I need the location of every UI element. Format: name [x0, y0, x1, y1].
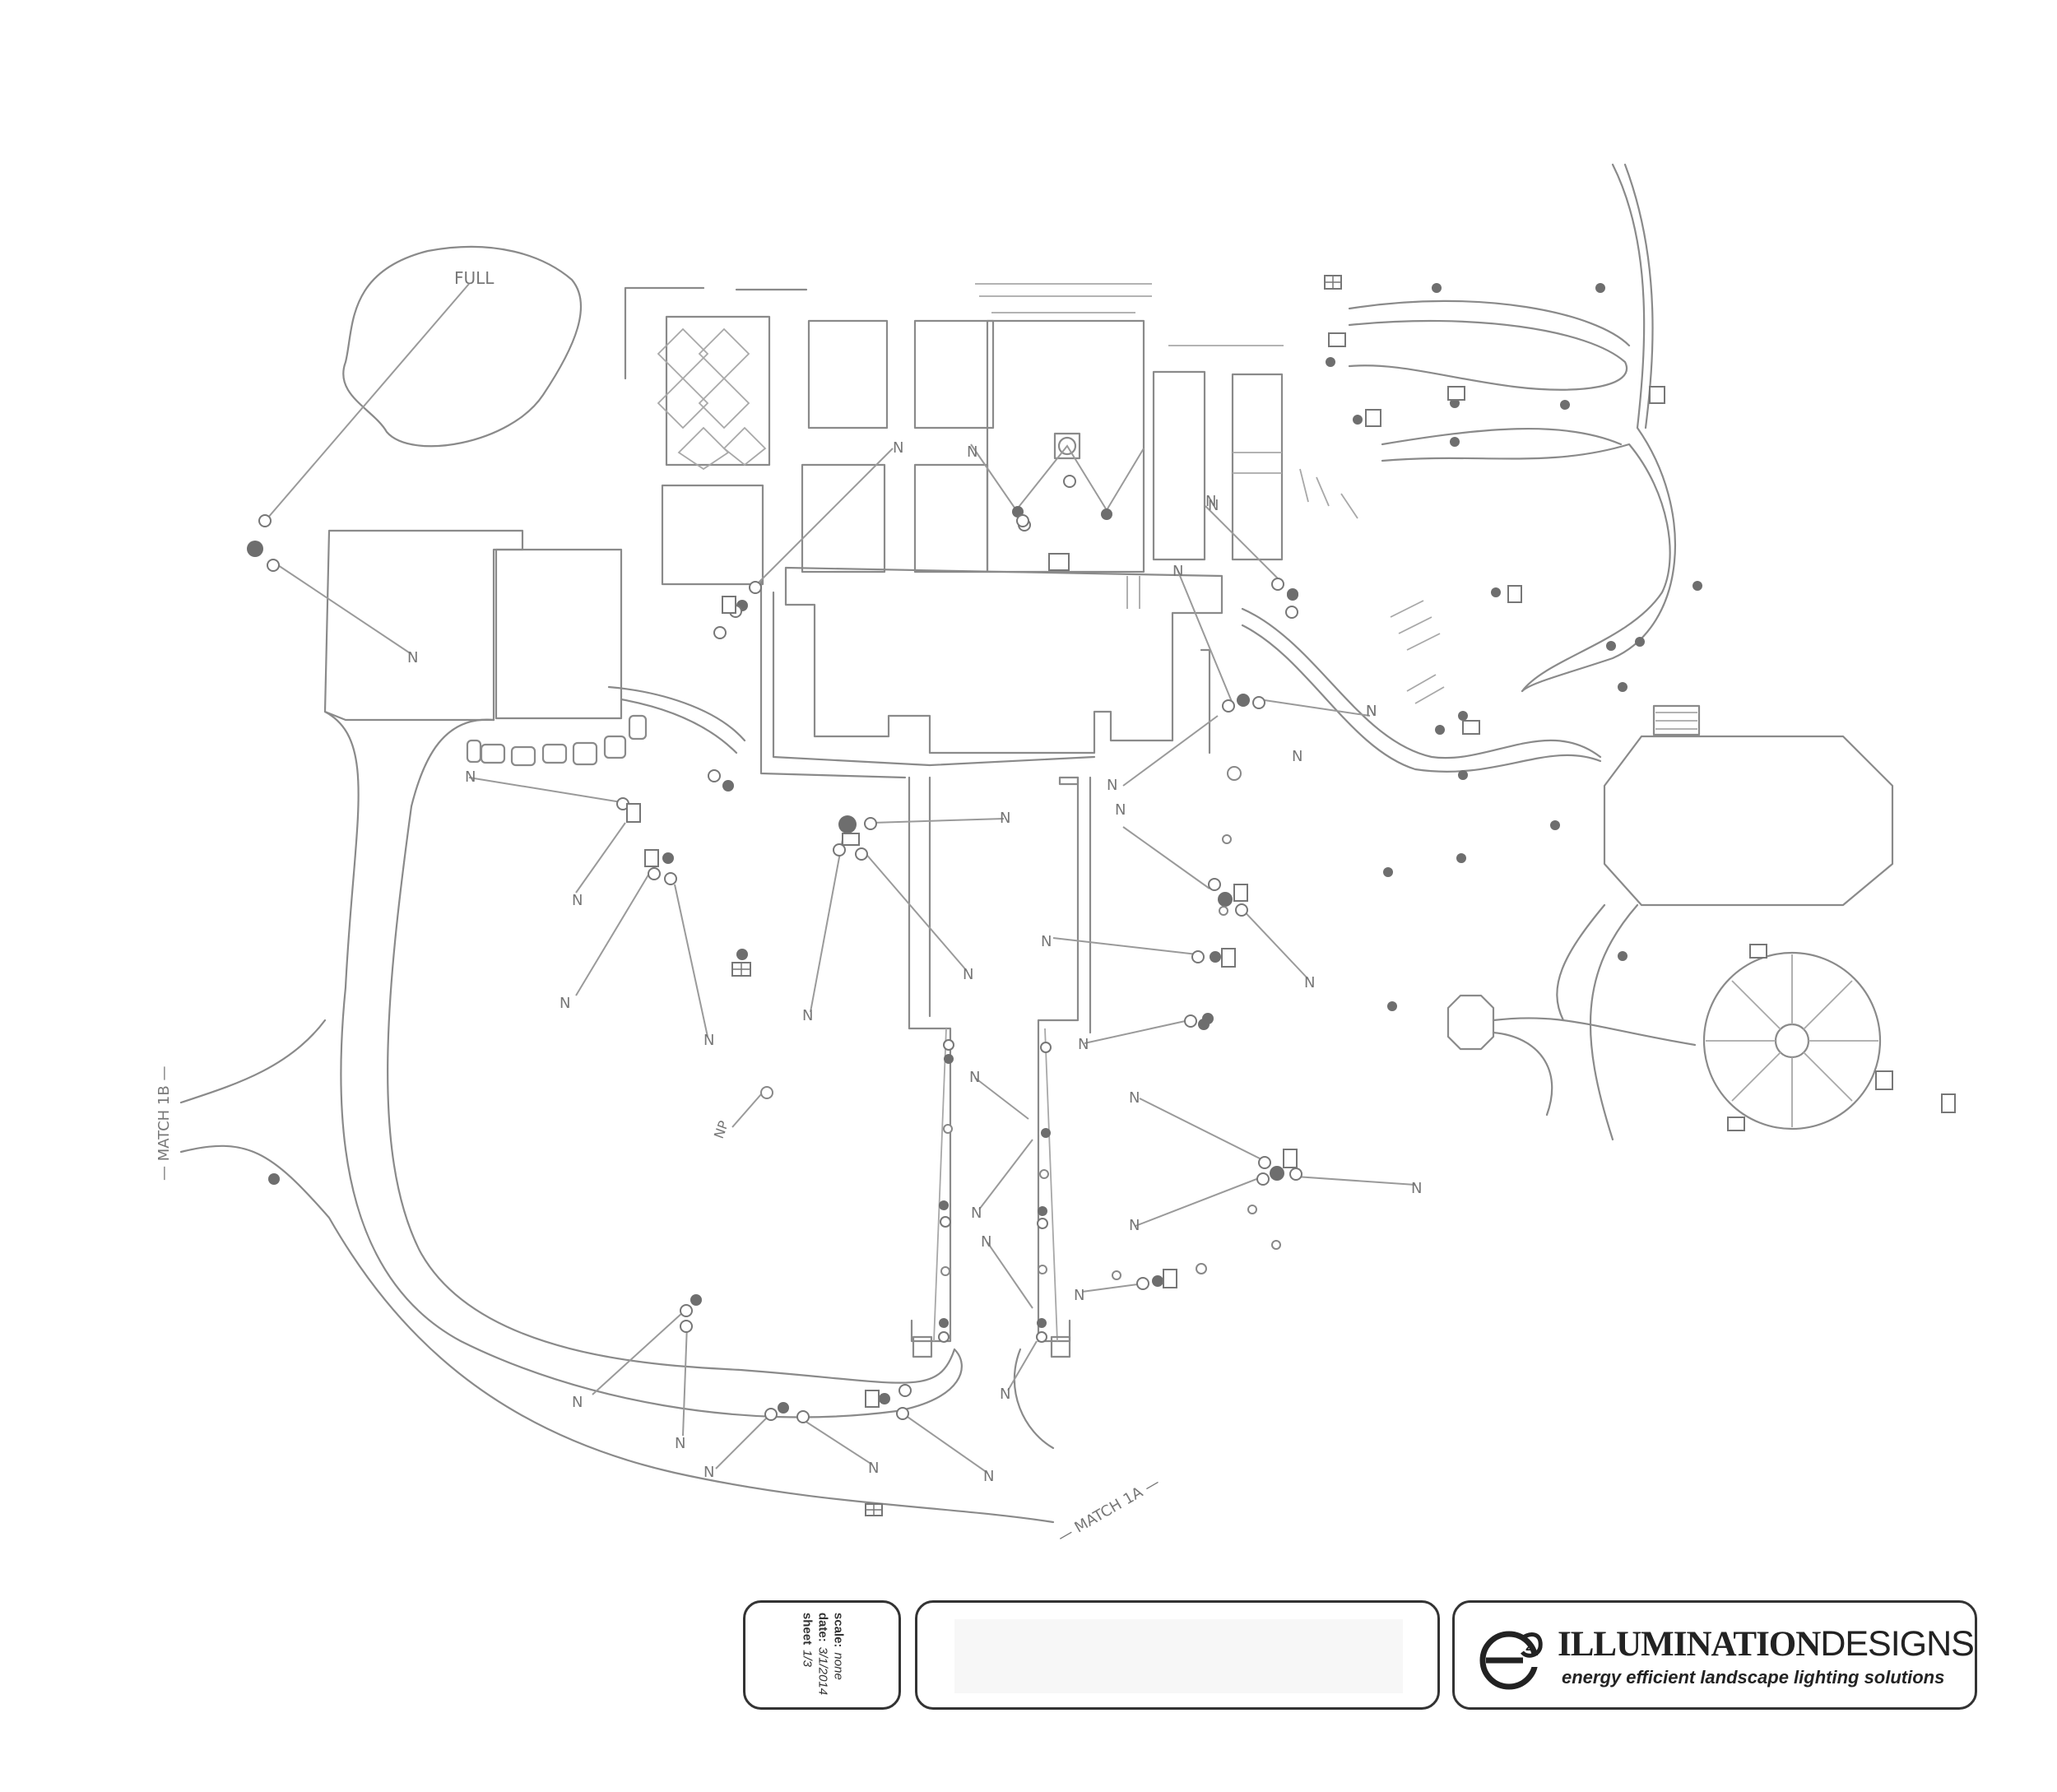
svg-text:N: N	[1078, 1036, 1089, 1053]
driveway-loop	[323, 710, 963, 1418]
svg-text:N: N	[1411, 1180, 1422, 1197]
svg-text:N: N	[407, 649, 418, 666]
title-block-info	[743, 1600, 901, 1710]
building-left-b	[495, 548, 623, 720]
svg-text:N: N	[1366, 703, 1377, 720]
central-walkway	[908, 776, 952, 1343]
svg-text:N: N	[1115, 801, 1126, 819]
date-value: 3/1/2014	[815, 1646, 830, 1696]
svg-text:N: N	[1107, 777, 1117, 794]
np-label: NP	[711, 1118, 731, 1140]
logo-e-icon: 2	[1479, 1631, 1544, 1690]
scale-label: scale:	[831, 1612, 846, 1648]
svg-text:N: N	[1000, 810, 1010, 827]
area-label: FULL	[454, 268, 495, 288]
svg-text:N: N	[1292, 748, 1302, 765]
match-label-bottom: — MATCH 1A —	[1055, 1474, 1163, 1546]
gazebo-octagon	[1603, 735, 1894, 907]
svg-text:N: N	[1366, 703, 1377, 720]
svg-text:N: N	[560, 995, 570, 1012]
svg-text:N: N	[981, 1233, 991, 1251]
svg-text:N: N	[703, 1032, 714, 1049]
svg-text:N: N	[675, 1435, 685, 1452]
scale-value: none	[831, 1652, 846, 1680]
svg-text:N: N	[868, 1460, 879, 1477]
svg-text:N: N	[969, 1069, 980, 1086]
match-label-left: — MATCH 1B —	[156, 1066, 173, 1181]
svg-text:N: N	[963, 966, 973, 983]
svg-text:N: N	[1129, 1089, 1140, 1107]
svg-text:N: N	[1074, 1287, 1084, 1304]
svg-text:N: N	[1000, 1386, 1010, 1403]
svg-text:N: N	[1205, 493, 1216, 510]
svg-text:N: N	[1304, 974, 1315, 991]
title-block-logo: 2 ILLUMINATIONDESIGNS energy efficient l…	[1452, 1600, 1977, 1710]
svg-text:N: N	[1041, 933, 1052, 950]
logo-tagline: energy efficient landscape lighting solu…	[1562, 1667, 1945, 1688]
svg-text:N: N	[572, 892, 583, 909]
transformer-icon	[626, 275, 1956, 1516]
pond-outline	[342, 245, 583, 448]
round-pavilion	[1702, 951, 1882, 1130]
svg-text:N: N	[971, 1205, 982, 1222]
drawing-info: scale: none date: 3/1/2014 sheet 1/3	[800, 1613, 847, 1695]
svg-text:N: N	[983, 1468, 994, 1485]
svg-text:N: N	[1172, 563, 1183, 580]
svg-text:N: N	[967, 443, 977, 461]
svg-text:2: 2	[1525, 1640, 1533, 1654]
svg-text:N: N	[465, 768, 476, 786]
svg-text:N: N	[893, 439, 903, 457]
title-block-blank	[915, 1600, 1440, 1710]
blank-field	[954, 1619, 1403, 1693]
sheet-value: 1/3	[800, 1650, 815, 1667]
svg-text:N: N	[572, 1394, 583, 1411]
sheet-label: sheet	[800, 1612, 815, 1646]
building-left-a	[323, 529, 524, 722]
main-building	[784, 566, 1224, 754]
svg-text:N: N	[1208, 497, 1219, 514]
light-fixture-icon	[247, 283, 1702, 1414]
date-label: date:	[815, 1612, 830, 1642]
lattice-bed	[665, 315, 771, 467]
logo-title: ILLUMINATIONDESIGNS	[1558, 1624, 1975, 1664]
svg-text:N: N	[802, 1007, 813, 1024]
svg-text:N: N	[703, 1464, 714, 1481]
svg-text:N: N	[1129, 1217, 1140, 1234]
well-light-icon	[760, 766, 1281, 1280]
fountain	[1053, 432, 1081, 460]
